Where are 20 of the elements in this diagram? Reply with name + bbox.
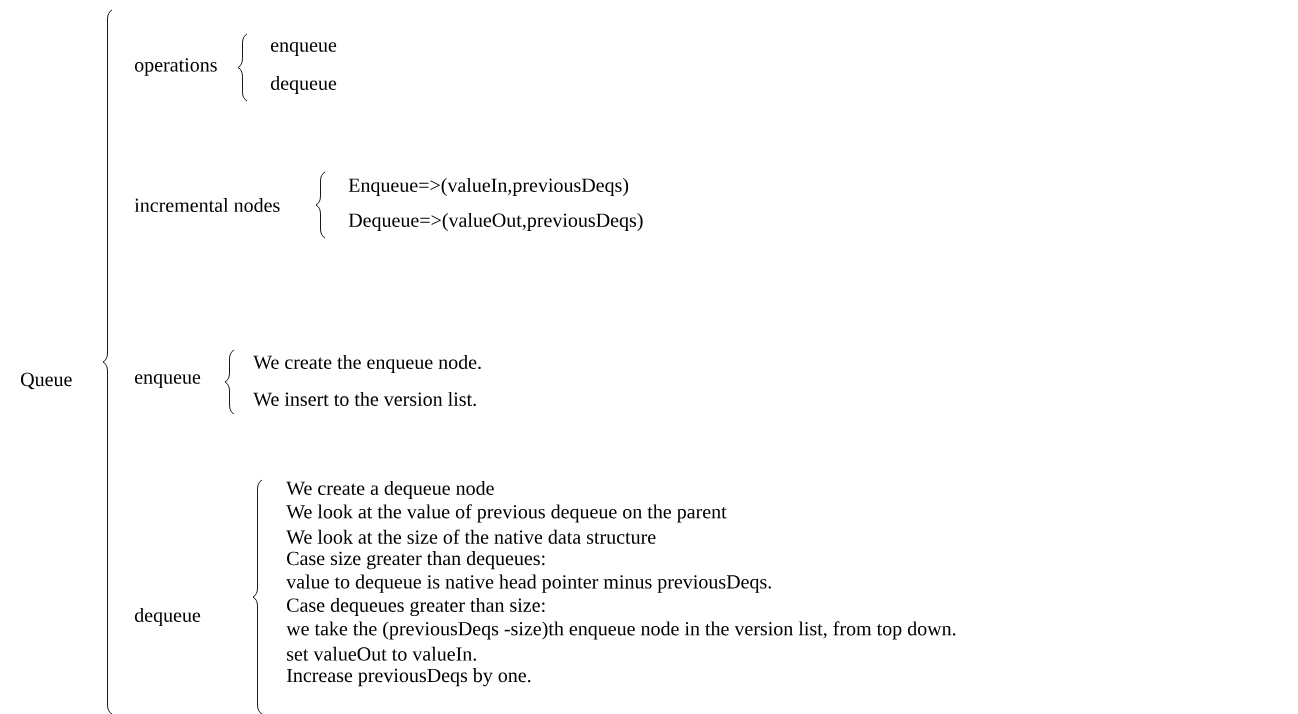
- leaf-text: We insert to the version list.: [253, 391, 476, 407]
- leaf-text: We create a dequeue node: [286, 480, 494, 500]
- leaf-text: set valueOut to valueIn.: [287, 646, 476, 661]
- branch-label: incremental nodes: [134, 197, 280, 212]
- leaf-text: enqueue: [271, 42, 337, 56]
- leaf-text: dequeue: [270, 75, 337, 95]
- leaf-text: We create the enqueue node.: [253, 354, 481, 374]
- leaf-text: Case dequeues greater than size:: [287, 597, 545, 617]
- branch-label: operations: [135, 58, 217, 76]
- leaf-text: Case size greater than dequeues:: [287, 551, 545, 570]
- root-label: Queue: [21, 372, 72, 390]
- leaf-text: We look at the value of previous dequeue on the parent: [286, 504, 727, 523]
- leaf-text: value to dequeue is native head pointer minus previousDeqs.: [286, 574, 771, 593]
- leaf-text: Enqueue=>(valueIn,previousDeqs): [348, 177, 629, 197]
- leaf-text: we take the (previousDeqs -size)th enqueue node in the version list, from top down.: [286, 621, 956, 640]
- branch-label: enqueue: [135, 374, 201, 388]
- leaf-text: Increase previousDeqs by one.: [286, 668, 531, 687]
- leaf-text: We look at the size of the native data structure: [286, 529, 656, 544]
- branch-label: dequeue: [134, 607, 201, 627]
- leaf-text: Dequeue=>(valueOut,previousDeqs): [348, 212, 643, 232]
